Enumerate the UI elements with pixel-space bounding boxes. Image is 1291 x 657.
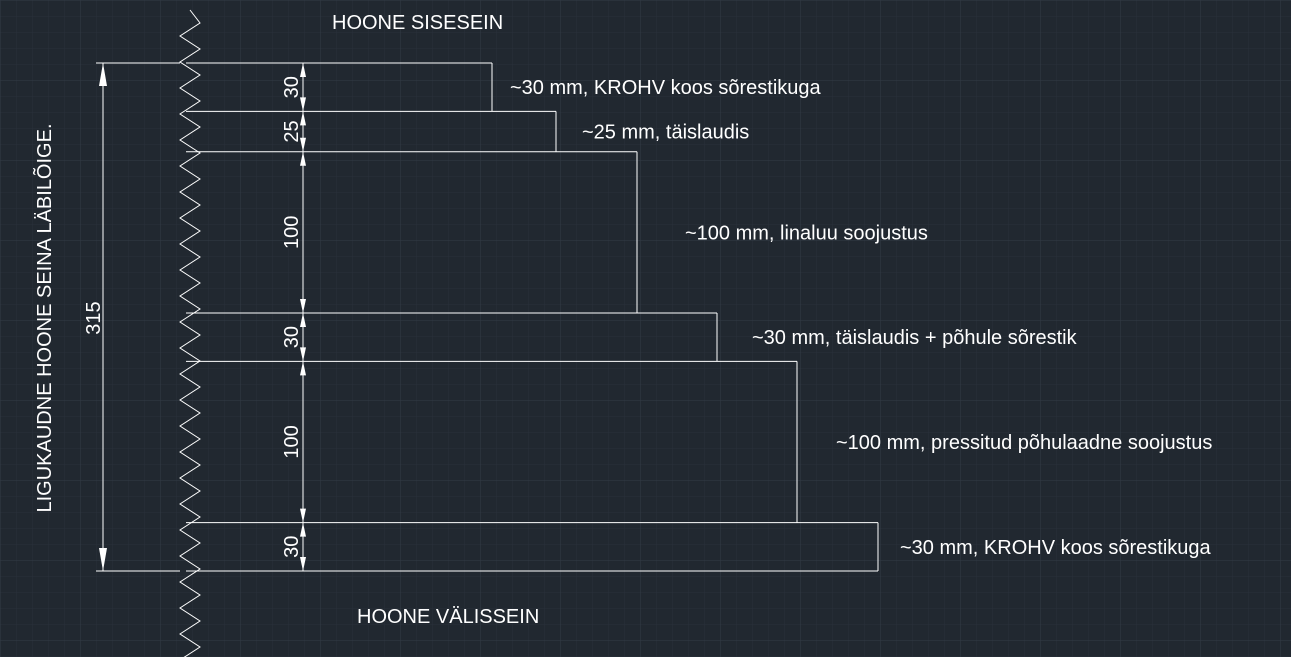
wall-layer: 100 ~100 mm, linaluu soojustus xyxy=(186,151,928,313)
wall-layer: 100 ~100 mm, pressitud põhulaadne soojust… xyxy=(186,360,1212,523)
wall-layer: 30 ~30 mm, KROHV koos sõrestikuga xyxy=(186,62,822,112)
wall-break-line xyxy=(179,9,201,657)
layer-thickness-value: 30 xyxy=(281,76,303,98)
layer-dimension-arrow-top xyxy=(300,312,306,327)
layer-material-label: ~100 mm, pressitud põhulaadne soojustus xyxy=(836,432,1212,454)
layer-thickness-value: 100 xyxy=(281,425,303,458)
top-label: HOONE SISESEIN xyxy=(332,12,503,34)
layer-dimension-arrow-top xyxy=(300,63,306,77)
layer-dimension-arrow-top xyxy=(300,522,306,537)
layer-material-label: ~30 mm, KROHV koos sõrestikuga xyxy=(900,537,1212,559)
layer-material-label: ~30 mm, KROHV koos sõrestikuga xyxy=(510,77,822,99)
total-dim-arrow-bottom xyxy=(99,548,107,571)
layer-dimension-arrow-bottom xyxy=(300,508,306,523)
layer-thickness-value: 25 xyxy=(281,120,303,142)
layer-dimension-arrow-top xyxy=(300,361,306,376)
total-dimension-value: 315 xyxy=(83,301,105,334)
wall-layer: 25 ~25 mm, täislaudis xyxy=(186,110,749,152)
wall-layer: 30 ~30 mm, KROHV koos sõrestikuga xyxy=(186,522,1212,572)
bottom-label: HOONE VÄLISSEIN xyxy=(357,606,539,628)
wall-layer: 30 ~30 mm, täislaudis + põhule sõrestik xyxy=(186,312,1078,362)
wall-layers: 30 ~30 mm, KROHV koos sõrestikuga 25 ~25 mm… xyxy=(186,62,1212,572)
layer-material-label: ~100 mm, linaluu soojustus xyxy=(685,222,928,244)
layer-thickness-value: 30 xyxy=(281,536,303,558)
total-dimension: 315 xyxy=(83,62,180,572)
layer-dimension-arrow-top xyxy=(300,111,306,126)
layer-dimension-arrow-bottom xyxy=(300,298,306,313)
layer-thickness-value: 30 xyxy=(281,326,303,348)
layer-material-label: ~25 mm, täislaudis xyxy=(582,122,749,144)
layer-dimension-arrow-bottom xyxy=(300,97,306,112)
layer-dimension-arrow-bottom xyxy=(300,557,306,571)
layer-dimension-arrow-bottom xyxy=(300,137,306,152)
layer-dimension-arrow-bottom xyxy=(300,347,306,362)
side-title: LIGUKAUDNE HOONE SEINA LÄBILÕIGE. xyxy=(32,123,56,512)
layer-dimension-arrow-top xyxy=(300,151,306,166)
layer-thickness-value: 100 xyxy=(281,216,303,249)
total-dim-arrow-top xyxy=(99,63,107,86)
layer-material-label: ~30 mm, täislaudis + põhule sõrestik xyxy=(752,327,1078,349)
